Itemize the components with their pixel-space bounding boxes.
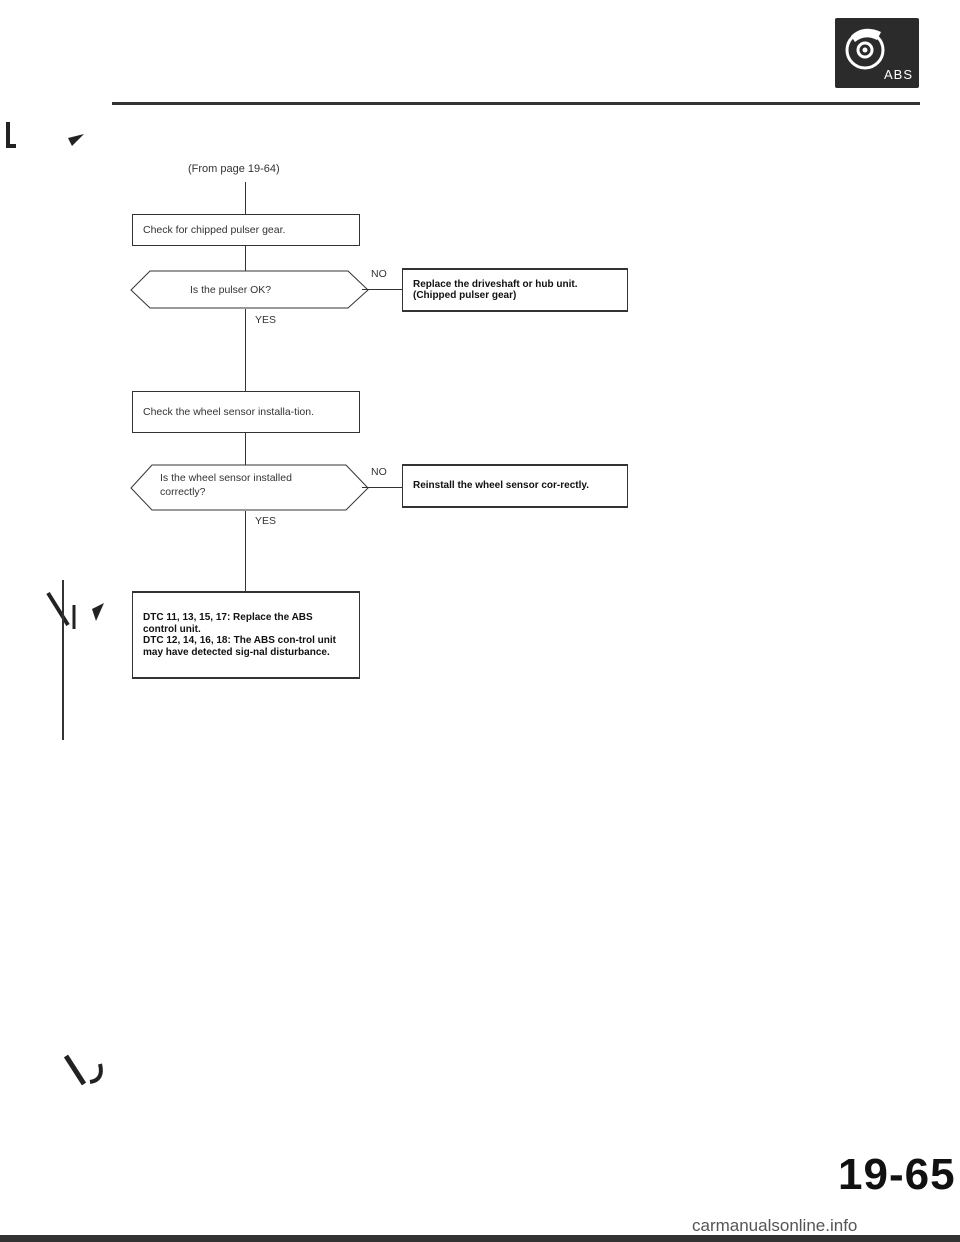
step-check-sensor-installation: Check the wheel sensor installa-tion. bbox=[132, 391, 360, 433]
flow-line-4 bbox=[245, 433, 246, 465]
page-number: 19-65 bbox=[838, 1150, 956, 1199]
step-check-pulser-gear: Check for chipped pulser gear. bbox=[132, 214, 360, 246]
flow-line-2 bbox=[245, 246, 246, 271]
action-reinstall-sensor: Reinstall the wheel sensor cor-rectly. bbox=[402, 464, 628, 508]
brake-disc-icon bbox=[845, 28, 885, 70]
decision1-yes-label: YES bbox=[255, 314, 277, 326]
flow-line-5 bbox=[245, 511, 246, 591]
decision1-no-connector bbox=[362, 289, 402, 290]
step-check-sensor-installation-text: Check the wheel sensor installa-tion. bbox=[143, 405, 315, 418]
decision-pulser-ok-shape bbox=[130, 270, 369, 309]
action-replace-driveshaft: Replace the driveshaft or hub unit. (Chi… bbox=[402, 268, 628, 312]
decision2-no-connector bbox=[362, 487, 402, 488]
step-check-pulser-gear-text: Check for chipped pulser gear. bbox=[143, 223, 286, 236]
decision-sensor-installed-line1: Is the wheel sensor installed bbox=[160, 472, 292, 484]
binder-edge-line bbox=[62, 580, 64, 740]
flow-line-1 bbox=[245, 182, 246, 214]
binder-mark-middle bbox=[46, 591, 104, 629]
flow-line-3 bbox=[245, 309, 246, 391]
header-rule bbox=[112, 102, 920, 105]
action-reinstall-sensor-text: Reinstall the wheel sensor cor-rectly. bbox=[413, 480, 589, 492]
decision1-no-label: NO bbox=[371, 268, 387, 280]
abs-label: ABS bbox=[883, 67, 913, 82]
decision-pulser-ok-text: Is the pulser OK? bbox=[190, 284, 272, 296]
from-page-reference: (From page 19-64) bbox=[188, 163, 280, 175]
final-dtc-line1: DTC 11, 13, 15, 17: Replace the ABS cont… bbox=[143, 612, 313, 635]
decision-sensor-installed-shape bbox=[130, 464, 369, 511]
binder-mark-bottom bbox=[63, 1054, 103, 1086]
decision2-yes-label: YES bbox=[255, 515, 277, 527]
footer-rule bbox=[0, 1235, 960, 1242]
watermark-text: carmanualsonline.info bbox=[692, 1216, 858, 1235]
final-dtc-line2: DTC 12, 14, 16, 18: The ABS con-trol uni… bbox=[143, 635, 336, 658]
abs-section-badge: ABS bbox=[835, 18, 919, 88]
binder-mark-top bbox=[6, 122, 84, 148]
action-replace-driveshaft-text: Replace the driveshaft or hub unit. (Chi… bbox=[413, 278, 578, 302]
decision2-no-label: NO bbox=[371, 466, 387, 478]
decision-sensor-installed-line2: correctly? bbox=[160, 486, 206, 498]
final-dtc-result: DTC 11, 13, 15, 17: Replace the ABS cont… bbox=[132, 591, 360, 679]
